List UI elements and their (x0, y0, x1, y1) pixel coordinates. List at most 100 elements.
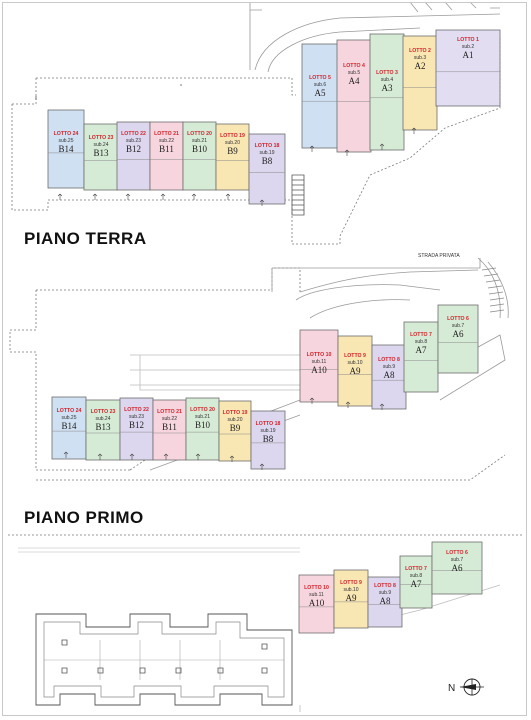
lotto-label: LOTTO 6 (446, 550, 468, 556)
entrance-arrow-icon (344, 149, 350, 156)
lotto-label: LOTTO 4 (343, 63, 365, 69)
unit-label: A5 (315, 88, 326, 98)
unit-label: A4 (349, 76, 360, 86)
secondo-building-mid (44, 640, 284, 680)
lotto-label: LOTTO 6 (447, 316, 469, 322)
sub-label: sub.25 (61, 415, 76, 421)
sub-label: sub.7 (451, 557, 463, 563)
unit-label: B11 (162, 422, 177, 432)
entrance-arrow-icon (163, 453, 169, 460)
unit-block (337, 335, 373, 407)
sub-label: sub.22 (162, 416, 177, 422)
unit-block (399, 555, 433, 609)
entrance-arrow-icon (160, 193, 166, 200)
entrance-arrow-icon (229, 455, 235, 462)
unit-block (250, 410, 286, 470)
unit-block (182, 121, 217, 191)
primo-road (271, 258, 481, 293)
unit-block (47, 109, 85, 189)
unit-label: A9 (350, 366, 361, 376)
unit-label: A9 (346, 593, 357, 603)
lotto-label: LOTTO 20 (187, 131, 212, 137)
lotto-label: LOTTO 23 (91, 409, 116, 415)
unit-block (369, 33, 405, 151)
lotto-label: LOTTO 9 (344, 353, 366, 359)
sub-label: sub.21 (192, 138, 207, 144)
unit-label: A6 (453, 329, 464, 339)
unit-block (403, 321, 439, 393)
unit-label: A1 (463, 50, 474, 60)
lotto-label: LOTTO 8 (374, 583, 396, 589)
sub-label: sub.19 (259, 150, 274, 156)
unit-label: A8 (384, 370, 395, 380)
secondo-squares (61, 639, 268, 674)
unit-label: A7 (416, 345, 427, 355)
lotto-label: LOTTO 23 (89, 135, 114, 141)
entrance-arrow-icon (379, 403, 385, 410)
lotto-label: LOTTO 18 (256, 421, 281, 427)
entrance-arrow-icon (92, 193, 98, 200)
secondo-site-left (18, 547, 300, 553)
unit-block (435, 29, 501, 107)
strada-privata-label: STRADA PRIVATA (418, 253, 460, 259)
sub-label: sub.2 (462, 44, 474, 50)
lotto-label: LOTTO 8 (378, 357, 400, 363)
unit-block (218, 400, 252, 462)
unit-label: B8 (262, 156, 273, 166)
sub-label: sub.10 (347, 360, 362, 366)
lotto-label: LOTTO 1 (457, 37, 479, 43)
sub-label: sub.23 (129, 414, 144, 420)
sub-label: sub.8 (410, 573, 422, 579)
primo-inner-site (130, 340, 301, 391)
primo-hatch-right (481, 267, 505, 313)
entrance-arrow-icon (259, 463, 265, 470)
unit-label: B12 (126, 144, 141, 154)
sub-label: sub.8 (415, 339, 427, 345)
lotto-label: LOTTO 21 (154, 131, 179, 137)
unit-block (149, 121, 184, 191)
lotto-label: LOTTO 19 (220, 133, 245, 139)
unit-label: B13 (95, 422, 111, 432)
floor-title-piano-primo: PIANO PRIMO (24, 508, 144, 527)
lotto-label: LOTTO 24 (57, 408, 82, 414)
unit-label: B10 (195, 420, 211, 430)
unit-block (185, 397, 220, 461)
primo-bottom-line (36, 454, 506, 481)
terra-site-boundary (11, 36, 501, 245)
lotto-label: LOTTO 24 (54, 131, 79, 137)
unit-label: A2 (415, 61, 426, 71)
unit-block (371, 344, 407, 410)
unit-label: A7 (411, 579, 422, 589)
primo-road-right (477, 257, 509, 319)
unit-label: B9 (227, 146, 238, 156)
lotto-label: LOTTO 22 (124, 407, 149, 413)
unit-block (51, 396, 87, 460)
unit-block (333, 569, 369, 629)
unit-label: B13 (93, 148, 109, 158)
sub-label: sub.3 (414, 55, 426, 61)
entrance-arrow-icon (309, 145, 315, 152)
unit-block (116, 121, 151, 191)
sub-label: sub.6 (314, 82, 326, 88)
